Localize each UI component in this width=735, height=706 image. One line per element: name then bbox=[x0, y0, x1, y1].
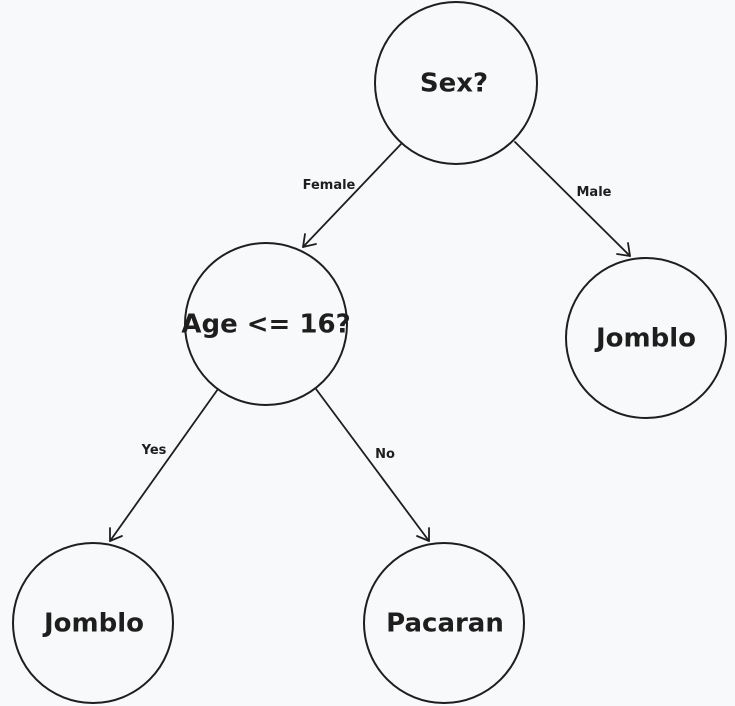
node-no-leaf: Pacaran bbox=[363, 542, 525, 704]
node-yes-leaf-circle bbox=[12, 542, 174, 704]
node-no-leaf-circle bbox=[363, 542, 525, 704]
node-no-leaf-label: Pacaran bbox=[386, 609, 504, 639]
edge-root-to-age bbox=[302, 142, 403, 248]
node-age-check-circle bbox=[184, 242, 348, 406]
node-age-check: Age <= 16? bbox=[181, 242, 351, 406]
arrowhead-male bbox=[616, 242, 631, 257]
edge-root-to-male-leaf bbox=[514, 141, 631, 257]
node-root: Sex? bbox=[374, 1, 538, 165]
node-root-label: Sex? bbox=[420, 69, 488, 99]
edge-age-to-no-leaf bbox=[315, 388, 430, 542]
edge-label-female: Female bbox=[303, 178, 356, 193]
edge-label-yes: Yes bbox=[141, 443, 167, 458]
node-male-leaf-label: Jomblo bbox=[594, 324, 696, 354]
edge-label-no: No bbox=[375, 447, 395, 462]
node-yes-leaf-label: Jomblo bbox=[42, 609, 144, 639]
node-yes-leaf: Jomblo bbox=[12, 542, 174, 704]
arrowhead-yes bbox=[109, 527, 123, 542]
node-male-leaf: Jomblo bbox=[565, 257, 727, 419]
node-male-leaf-circle bbox=[565, 257, 727, 419]
edge-age-to-yes-leaf bbox=[109, 388, 219, 542]
arrowhead-no bbox=[416, 527, 430, 542]
arrowhead-female bbox=[302, 233, 317, 248]
node-root-circle bbox=[374, 1, 538, 165]
edge-label-male: Male bbox=[577, 185, 612, 200]
node-age-check-label: Age <= 16? bbox=[181, 310, 350, 340]
